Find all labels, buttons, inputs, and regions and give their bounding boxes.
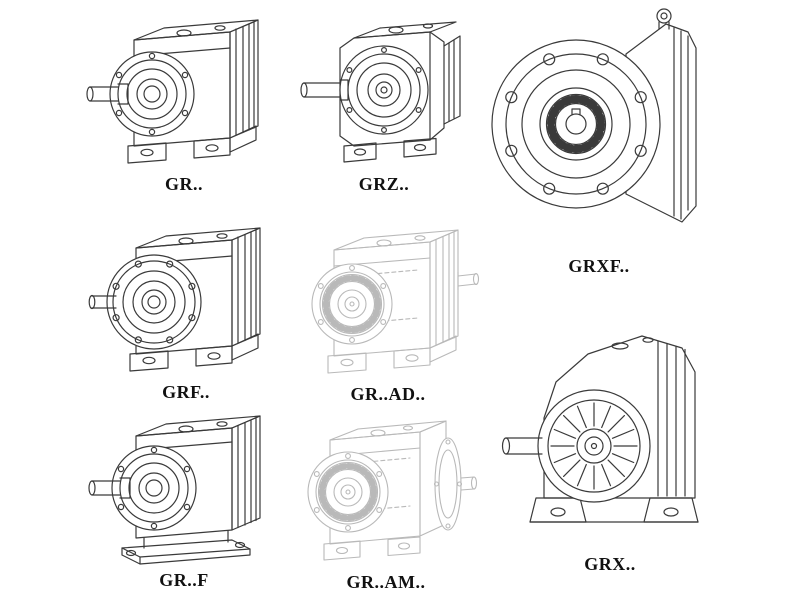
gearbox-drawing-grxf: [491, 8, 697, 223]
gearbox-figure-grx: GRX..: [492, 300, 728, 575]
gearbox-label-grxf: GRXF..: [568, 256, 630, 276]
gearbox-drawing-gr: [86, 19, 259, 164]
gearbox-drawing-grf: [88, 227, 261, 372]
gearbox-drawing-gr-ad: [311, 229, 480, 374]
gearbox-figure-gr-ad: GR..AD..: [290, 214, 486, 405]
gearbox-figure-grxf: GRXF..: [488, 2, 710, 277]
gearbox-figure-grf: GRF..: [82, 212, 290, 403]
gearbox-label-grf: GRF..: [162, 382, 210, 402]
gearbox-drawing-grz: [300, 21, 461, 163]
gearbox-label-gr-am: GR..AM..: [346, 572, 426, 592]
gearbox-label-grx: GRX..: [584, 554, 636, 574]
gearbox-label-gr-ad: GR..AD..: [350, 384, 426, 404]
gearbox-drawing-gr-f: [88, 415, 261, 565]
gearbox-drawing-grx: [501, 335, 699, 523]
gearbox-figure-gr-f: GR..F: [82, 404, 286, 591]
gearbox-drawing-gr-am: [307, 420, 478, 561]
gearbox-figure-gr-am: GR..AM..: [290, 404, 482, 593]
gearbox-label-grz: GRZ..: [358, 174, 410, 194]
gearbox-figure-gr: GR..: [80, 4, 288, 195]
gearbox-label-gr: GR..: [165, 174, 203, 194]
gearbox-label-gr-f: GR..F: [159, 570, 209, 590]
gearbox-figure-grz: GRZ..: [292, 4, 476, 195]
